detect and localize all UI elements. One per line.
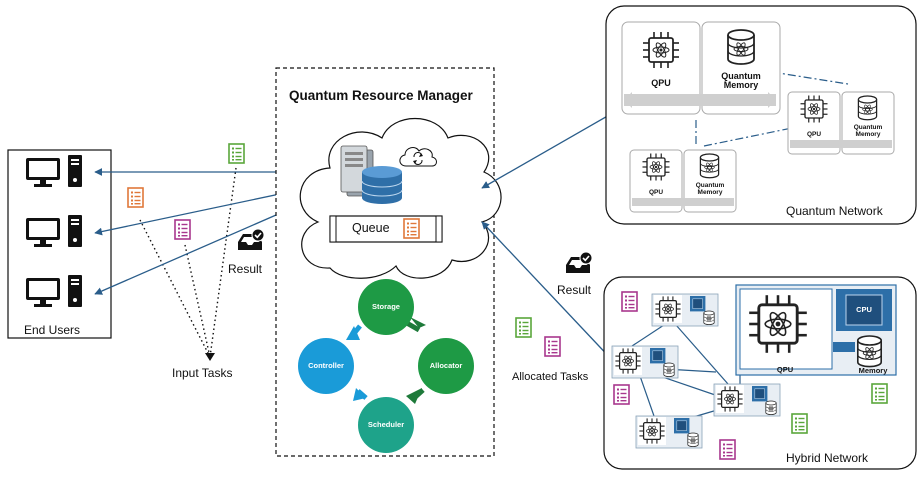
hybrid-node xyxy=(713,383,781,417)
task-doc-icon xyxy=(871,383,888,404)
task-doc-icon xyxy=(621,291,638,312)
quantum-network-label: Quantum Network xyxy=(786,204,883,218)
hybrid-node xyxy=(651,293,719,327)
storage-node xyxy=(358,279,414,335)
qpu-chip-icon xyxy=(798,93,830,125)
scheduler-node xyxy=(358,397,414,453)
queue-box xyxy=(329,215,443,243)
quantum-links xyxy=(695,71,849,147)
end-users-box xyxy=(7,149,112,339)
network-links xyxy=(481,109,619,363)
result-inbox-icon xyxy=(237,228,265,251)
result-inbox-icon xyxy=(565,251,593,274)
task-doc-icon xyxy=(515,317,532,338)
task-doc-icon xyxy=(791,413,808,434)
qpu-label: QPU xyxy=(648,189,664,196)
result-label-left: Result xyxy=(228,262,263,276)
hybrid-qpu-label: QPU xyxy=(776,365,794,374)
task-doc-icon xyxy=(403,218,420,239)
storage-label: Storage xyxy=(372,302,400,311)
task-doc-icon xyxy=(719,439,736,460)
input-task-lines xyxy=(139,167,237,358)
allocator-node xyxy=(418,338,474,394)
result-label-right: Result xyxy=(557,283,592,297)
qpu-chip-icon xyxy=(640,29,682,71)
task-doc-icon xyxy=(544,336,561,357)
quantum-node-right xyxy=(787,91,895,155)
qpu-chip-icon xyxy=(744,290,812,358)
task-doc-icon xyxy=(127,187,144,208)
qpu-label: QPU xyxy=(806,131,822,138)
controller-label: Controller xyxy=(308,361,344,370)
hybrid-node xyxy=(635,415,703,449)
end-users-label: End Users xyxy=(24,323,81,337)
manager-title: Quantum Resource Manager xyxy=(289,88,473,103)
controller-node xyxy=(298,338,354,394)
qpu-chip-icon xyxy=(640,151,672,183)
quantum-memory-icon xyxy=(857,95,878,121)
input-tasks-label: Input Tasks xyxy=(172,366,233,380)
task-doc-icon xyxy=(174,219,191,240)
queue-label: Queue xyxy=(352,221,390,235)
quantum-memory-icon xyxy=(727,29,755,65)
memory-icon xyxy=(856,335,883,368)
allocated-tasks-label: Allocated Tasks xyxy=(512,371,589,383)
hybrid-cpu-label: CPU xyxy=(856,305,872,314)
qpu-label: QPU xyxy=(651,78,671,88)
hybrid-node-large xyxy=(735,284,897,376)
task-doc-icon xyxy=(613,384,630,405)
hybrid-memory-label: Memory xyxy=(858,366,888,375)
quantum-node-large xyxy=(621,21,781,115)
cloud-sync-icon xyxy=(399,147,437,167)
scheduler-label: Scheduler xyxy=(367,420,405,429)
task-doc-icon xyxy=(228,143,245,164)
quantum-node-bottom xyxy=(629,149,737,213)
quantum-memory-icon xyxy=(699,153,720,179)
allocator-label: Allocator xyxy=(429,361,463,370)
hybrid-node xyxy=(611,345,679,379)
database-icon xyxy=(361,166,403,204)
hybrid-network-label: Hybrid Network xyxy=(786,451,869,465)
